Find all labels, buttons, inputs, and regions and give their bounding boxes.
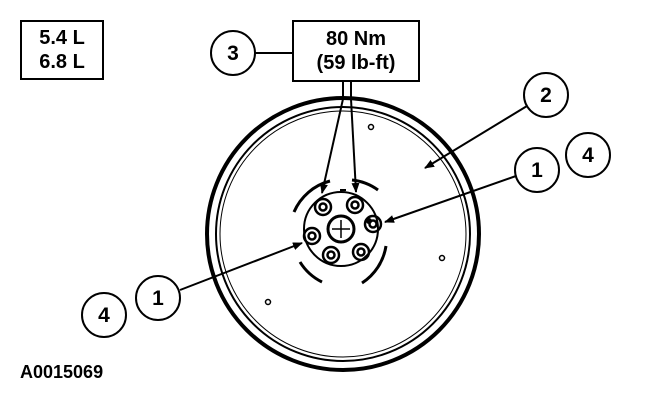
callout-1-left-circle xyxy=(135,275,181,321)
flywheel-bolts xyxy=(302,195,383,265)
torque-spec-label: 80 Nm (59 lb-ft) xyxy=(292,20,420,82)
engine-size-line-1: 5.4 L xyxy=(39,27,85,49)
bolt-top-right xyxy=(345,195,365,215)
bolt-top-left xyxy=(313,197,333,217)
figure-id: A0015069 xyxy=(20,362,104,382)
engine-size-line-2: 6.8 L xyxy=(39,51,85,73)
callout-2-circle xyxy=(523,72,569,118)
callout-1-left-number: 1 xyxy=(152,287,164,310)
bolt-left xyxy=(302,226,322,246)
callout-3-number: 3 xyxy=(227,42,239,65)
callout-1-right-number: 1 xyxy=(531,159,543,182)
callout-4-left-circle xyxy=(81,292,127,338)
torque-imperial: (59 lb-ft) xyxy=(316,52,396,74)
callout-4-right-number: 4 xyxy=(582,144,594,167)
callout-4-left-number: 4 xyxy=(98,304,110,327)
bolt-bottom-left xyxy=(321,245,341,265)
flywheel xyxy=(205,96,481,372)
engine-size-label: 5.4 L 6.8 L xyxy=(20,20,104,80)
torque-leaders xyxy=(320,82,360,194)
callout-1-right-circle xyxy=(514,147,560,193)
torque-metric: 80 Nm xyxy=(325,28,387,50)
callout-2-number: 2 xyxy=(540,84,552,107)
bolt-bottom-right xyxy=(351,242,371,262)
callout-4-right-circle xyxy=(565,132,611,178)
bolt-right xyxy=(363,214,383,234)
